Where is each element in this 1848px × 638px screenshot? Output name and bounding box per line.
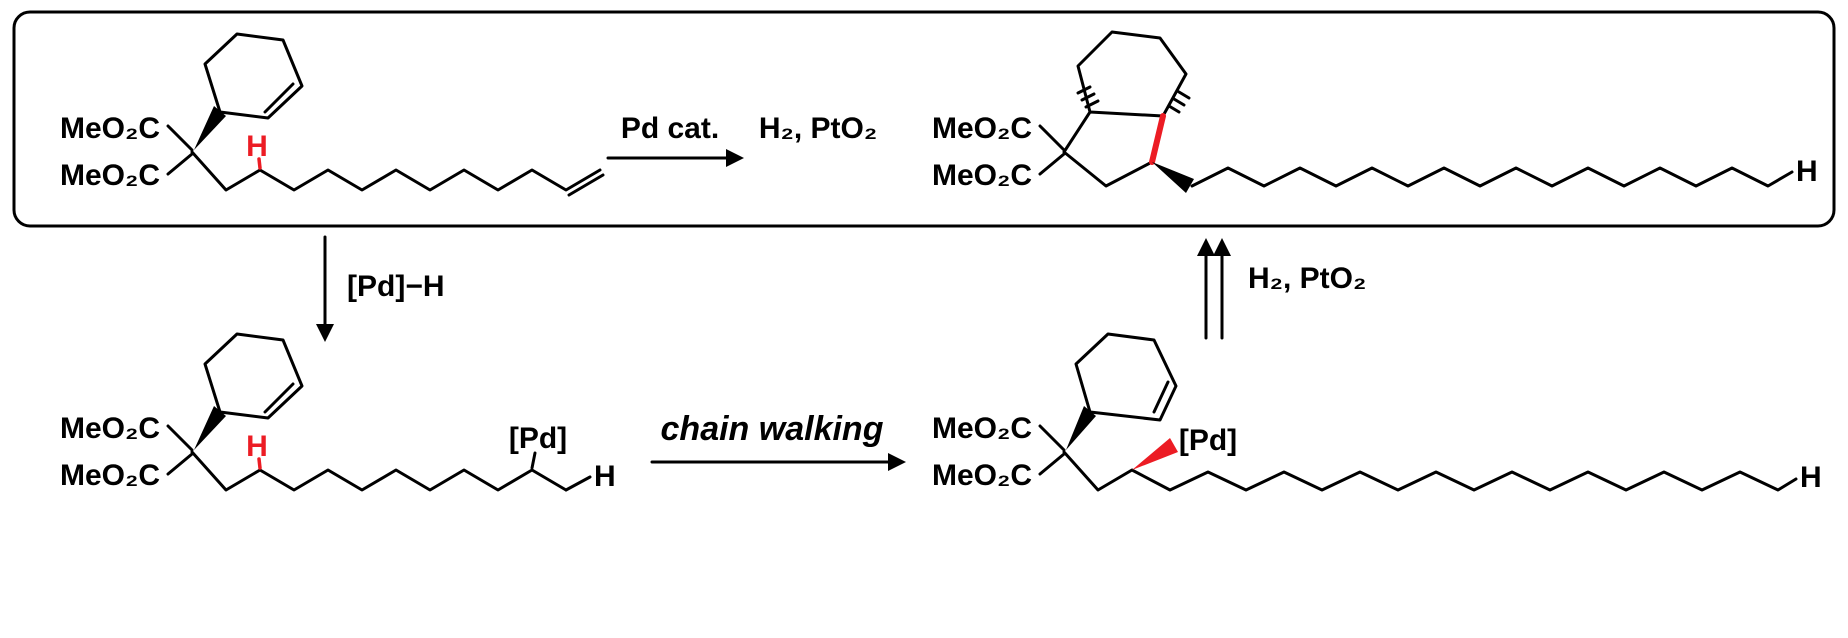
formed-cc-bond (1149, 113, 1166, 165)
catalyst-conditions-label: Pd cat. (621, 112, 719, 145)
c-pd-wedge-bond (1132, 438, 1178, 470)
allylic-h-label: H (246, 430, 268, 463)
net-reaction-arrow: Pd cat. H₂, PtO₂ (606, 112, 877, 167)
ester-label: MeO₂C (60, 159, 160, 192)
ester-label: MeO₂C (932, 159, 1032, 192)
allylic-ch-bond (257, 457, 262, 470)
hydrogenation-double-arrow: H₂, PtO₂ (1197, 238, 1366, 340)
alkyl-pd-bonds (166, 332, 592, 492)
pd-label: [Pd] (1179, 424, 1237, 457)
substrate-structure: MeO₂C MeO₂C H (60, 32, 605, 197)
arrowhead-up-icon (1213, 238, 1231, 256)
pd-label: [Pd] (509, 422, 567, 455)
ester-label: MeO₂C (932, 412, 1032, 445)
chain-end-h-label: H (594, 460, 616, 493)
pd-h-insertion-arrow: [Pd]−H (316, 235, 445, 342)
product-bonds (1038, 30, 1794, 188)
allylic-ch-bond (257, 157, 262, 170)
chain-walking-label: chain walking (661, 410, 884, 448)
allylic-h-label: H (246, 130, 268, 163)
arrowhead-right-icon (726, 149, 744, 167)
arrowhead-right-icon (888, 453, 906, 471)
chain-end-h-label: H (1796, 155, 1818, 188)
substrate-bonds (166, 32, 605, 197)
ester-label: MeO₂C (932, 112, 1032, 145)
pdh-label: [Pd]−H (347, 270, 445, 303)
alkyl-pd-intermediate-structure: MeO₂C MeO₂C H [Pd] H (60, 332, 616, 493)
hydrogenation-conditions-label: H₂, PtO₂ (1248, 262, 1366, 295)
stereo-wedge-bond (1066, 406, 1096, 450)
stereo-wedge-bond (194, 406, 226, 450)
arrowhead-up-icon (1197, 238, 1215, 256)
ester-label: MeO₂C (60, 112, 160, 145)
chain-walked-intermediate-structure: MeO₂C MeO₂C [Pd] H (932, 332, 1822, 494)
ester-label: MeO₂C (932, 459, 1032, 492)
highlight-box (12, 10, 1836, 228)
chain-end-h-label: H (1800, 461, 1822, 494)
ester-label: MeO₂C (60, 459, 160, 492)
walked-bonds (1038, 332, 1798, 492)
stereo-wedge-bond (194, 106, 226, 150)
product-structure: MeO₂C MeO₂C H (932, 30, 1818, 193)
boxed-net-reaction: MeO₂C MeO₂C H Pd cat. H₂, PtO₂ MeO₂C MeO… (12, 10, 1836, 228)
hydrogenation-conditions-label: H₂, PtO₂ (759, 112, 877, 145)
ester-label: MeO₂C (60, 412, 160, 445)
chain-walking-arrow: chain walking (650, 410, 906, 471)
stereo-wedge-bond (1152, 162, 1194, 193)
arrowhead-down-icon (316, 324, 334, 342)
